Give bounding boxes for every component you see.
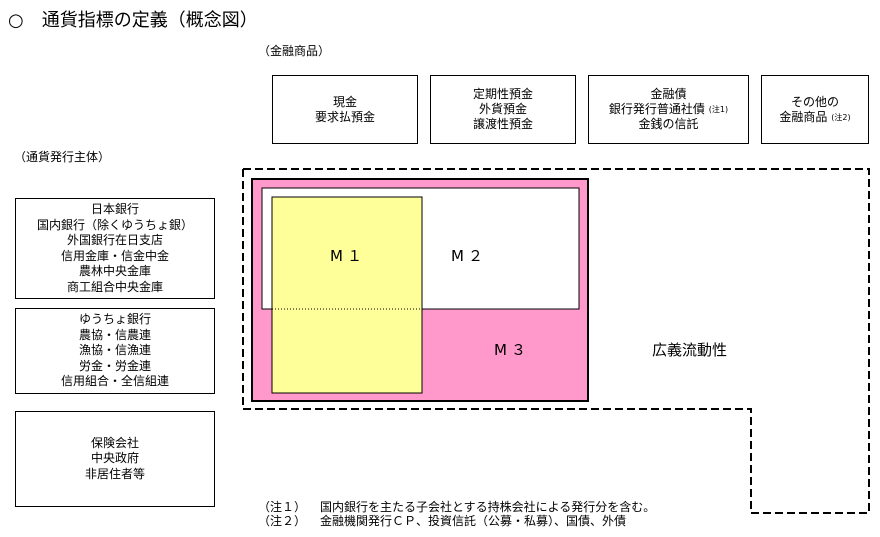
product-line: 要求払預金 [314,109,375,124]
issuer-line: 漁協・信漁連 [78,343,151,358]
m2-label: M２ [451,247,487,265]
m1-label: M１ [330,247,366,265]
issuer-line: 信用金庫・信金中金 [60,248,169,263]
product-line: 譲渡性預金 [472,117,533,131]
product-line: 金銭の信託 [638,117,699,131]
m1-region [271,196,423,394]
issuer-line: 中央政府 [90,451,139,466]
footnote-tag: （注１） [258,500,307,514]
footnote-text: 国内銀行を主たる子会社とする持株会社による発行分を含む。 [320,500,656,514]
product-line: その他の [790,94,839,109]
issuer-line: 農林中央金庫 [78,264,151,278]
product-box-time-deposits: 定期性預金 外貨預金 譲渡性預金 [430,75,576,144]
product-box-bank-debentures: 金融債 銀行発行普通社債 (注1) 金銭の信託 [588,75,749,144]
issuer-line: 労金・労金連 [78,358,151,373]
currency-issuer-label: （通貨発行主体） [14,150,111,164]
footnote-tag: （注２） [258,514,307,528]
footnote-text: 金融機関発行ＣＰ、投資信託（公募・私募）、国債、外債 [320,514,627,528]
financial-products-label: （金融商品） [258,44,331,58]
issuer-line: 国内銀行（除くゆうちょ銀） [36,217,193,232]
issuer-line: 外国銀行在日支店 [66,233,163,247]
product-line-text: 銀行発行普通社債 [608,102,705,116]
product-line: 定期性預金 [472,87,533,101]
product-line-text: 金融商品 [779,109,828,124]
broad-liquidity-label: 広義流動性 [652,341,728,359]
issuer-line: ゆうちょ銀行 [78,312,151,327]
m3-label: M３ [494,341,530,359]
issuer-line: 農協・信農連 [78,327,151,342]
note-mark: (注2) [831,112,851,122]
page-title: ○ 通貨指標の定義（概念図） [8,10,258,31]
product-line: 銀行発行普通社債 (注1) [609,102,728,117]
product-line: 金融債 [650,87,687,101]
issuer-line: 保険会社 [90,435,139,450]
issuer-line: 日本銀行 [90,202,139,216]
issuer-box-insurance-government: 保険会社 中央政府 非居住者等 [15,411,215,507]
product-box-other-financial-products: その他の 金融商品 (注2) [761,75,869,144]
product-line: 金融商品 (注2) [779,110,850,125]
issuer-box-banks: 日本銀行 国内銀行（除くゆうちょ銀） 外国銀行在日支店 信用金庫・信金中金 農林… [15,198,215,299]
issuer-line: 信用組合・全信組連 [60,374,169,389]
footnote: （注２） 金融機関発行ＣＰ、投資信託（公募・私募）、国債、外債 [258,514,655,528]
footnote: （注１） 国内銀行を主たる子会社とする持株会社による発行分を含む。 [258,500,655,514]
note-mark: (注1) [708,105,729,114]
product-line: 現金 [332,94,357,109]
issuer-line: 非居住者等 [84,466,145,481]
issuer-box-other-deposit-institutions: ゆうちょ銀行 農協・信農連 漁協・信漁連 労金・労金連 信用組合・全信組連 [15,308,215,394]
product-box-cash-demand-deposits: 現金 要求払預金 [272,75,418,144]
footnotes: （注１） 国内銀行を主たる子会社とする持株会社による発行分を含む。 （注２） 金融機… [258,500,655,528]
product-line: 外貨預金 [478,102,527,116]
broad-liquidity-outline [242,168,870,514]
issuer-line: 商工組合中央金庫 [66,279,163,294]
